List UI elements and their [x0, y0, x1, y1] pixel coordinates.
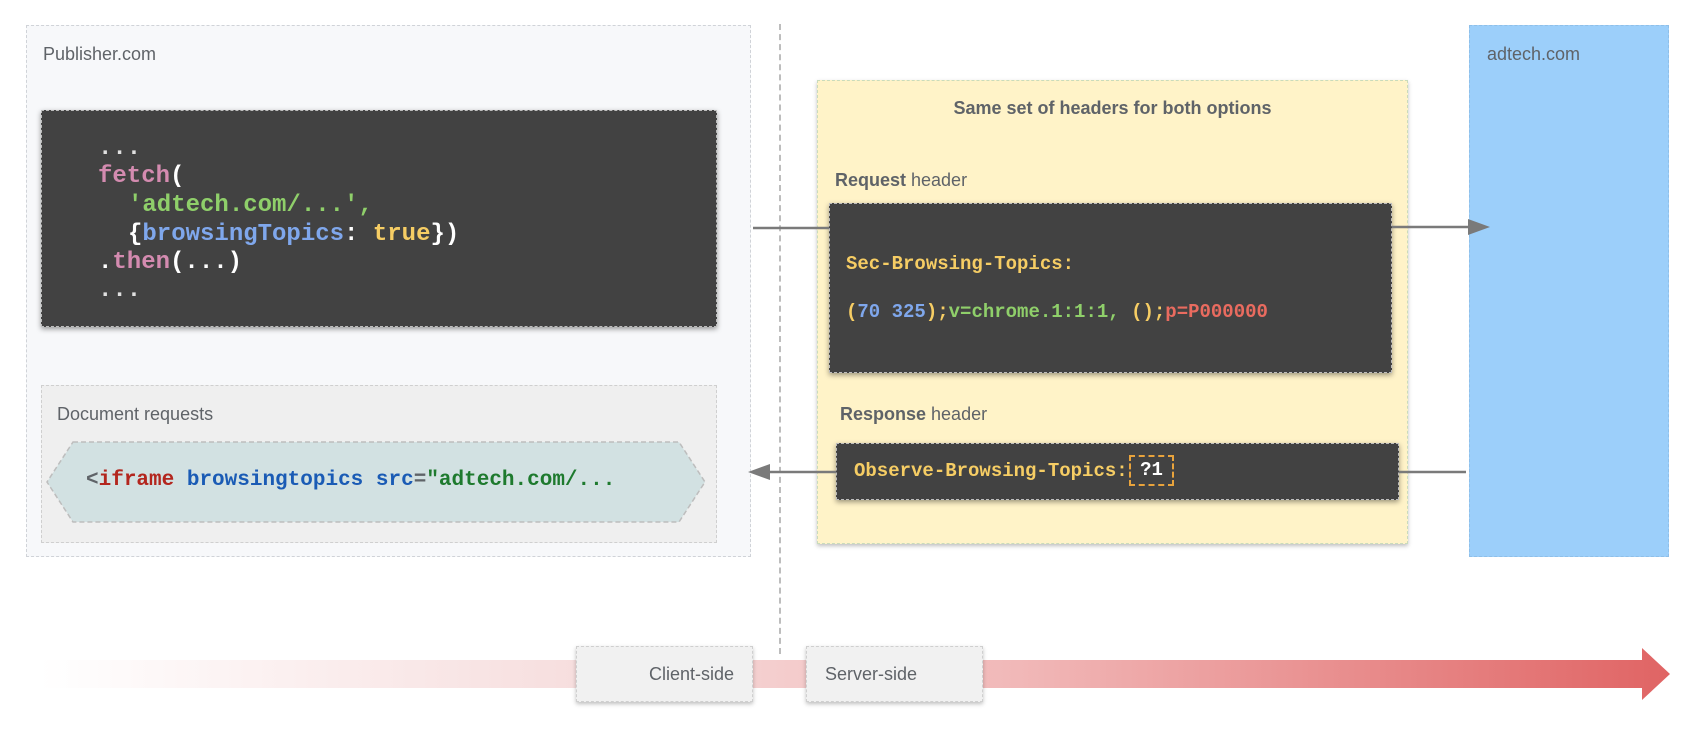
code-browsing-topics-key: browsingTopics — [142, 221, 345, 248]
code-then-args: (...) — [170, 249, 243, 276]
code-line-then: .then(...) — [98, 249, 242, 277]
iframe-code: <iframe browsingtopics src="adtech.com/.… — [86, 466, 615, 496]
server-side-label: Server-side — [806, 646, 983, 702]
observe-browsing-topics-name: Observe-Browsing-Topics: — [854, 460, 1128, 482]
code-line-ellipsis-bottom: ... — [98, 277, 142, 304]
code-line-ellipsis-top: ... — [98, 135, 142, 162]
code-true-value: true — [372, 221, 431, 248]
value-padding: p=P000000 — [1165, 301, 1268, 323]
value-close-paren: ); — [925, 301, 949, 323]
request-label-rest: header — [906, 170, 968, 190]
request-header-block: Sec-Browsing-Topics: (70 325);v=chrome.1… — [829, 203, 1392, 373]
iframe-lt: < — [86, 469, 99, 492]
code-colon: : — [344, 221, 373, 248]
code-fetch-fn: fetch — [98, 163, 171, 190]
document-requests-label: Document requests — [57, 404, 214, 424]
observe-value-highlight: ?1 — [1129, 455, 1174, 486]
client-side-label: Client-side — [576, 646, 753, 702]
fetch-code-block: ... fetch( 'adtech.com/...', {browsingTo… — [41, 110, 717, 327]
iframe-tag: iframe — [98, 469, 175, 492]
code-then-fn: then — [112, 249, 171, 276]
publisher-label: Publisher.com — [43, 44, 157, 64]
sec-browsing-topics-value: (70 325);v=chrome.1:1:1, ();p=P000000 — [846, 298, 1268, 326]
sec-browsing-topics-name: Sec-Browsing-Topics: — [846, 253, 1075, 275]
code-line-options: {browsingTopics: true}) — [128, 221, 459, 249]
response-label-rest: header — [926, 404, 988, 424]
response-header-block: Observe-Browsing-Topics: — [836, 443, 1399, 500]
value-empty: (); — [1131, 301, 1166, 323]
adtech-panel — [1469, 25, 1669, 557]
iframe-eq: = — [413, 469, 427, 492]
code-brace-close: }) — [430, 221, 460, 248]
code-line-url: 'adtech.com/...', — [128, 192, 373, 219]
iframe-src-attr: src — [375, 469, 414, 492]
request-label-bold: Request — [835, 170, 907, 190]
response-header-label: Response header — [840, 404, 987, 425]
value-open-paren: ( — [846, 301, 858, 323]
headers-title: Same set of headers for both options — [953, 98, 1272, 118]
iframe-src-value: "adtech.com/... — [426, 469, 616, 492]
response-label-bold: Response — [840, 404, 927, 424]
value-topics: 70 325 — [857, 301, 926, 323]
iframe-browsingtopics-attr: browsingtopics — [186, 469, 364, 492]
adtech-label: adtech.com — [1487, 44, 1581, 64]
code-line-fetch: fetch( — [98, 163, 184, 191]
code-dot: . — [98, 249, 113, 276]
iframe-hexagon — [46, 441, 706, 523]
client-server-separator — [779, 24, 781, 654]
request-header-label: Request header — [835, 170, 967, 191]
code-brace-open: { — [128, 221, 143, 248]
code-fetch-paren: ( — [170, 163, 185, 190]
value-version: v=chrome.1:1:1, — [948, 301, 1132, 323]
